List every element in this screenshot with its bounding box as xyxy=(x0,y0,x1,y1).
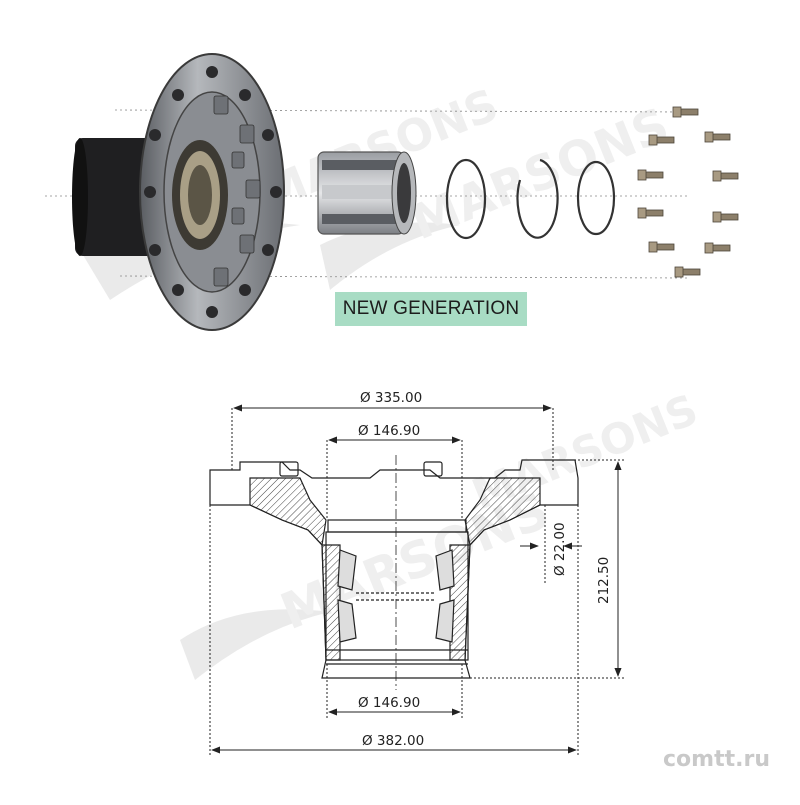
dimension-lines xyxy=(209,404,625,755)
bolt-image xyxy=(637,106,739,278)
dim-flange-diameter: Ø 335.00 xyxy=(360,390,422,406)
snap-ring-image xyxy=(445,158,616,240)
hub-section-drawing xyxy=(209,455,579,690)
dimension-labels: Ø 335.00 Ø 146.90 Ø 146.90 Ø 382.00 Ø 22… xyxy=(358,390,612,749)
bearing-image xyxy=(317,151,417,235)
dim-height: 212.50 xyxy=(596,557,612,604)
dim-overall-diameter: Ø 382.00 xyxy=(362,733,424,749)
dim-bore-top: Ø 146.90 xyxy=(358,423,420,439)
wheel-hub-image xyxy=(72,53,285,331)
dim-bore-bottom: Ø 146.90 xyxy=(358,695,420,711)
site-watermark: comtt.ru xyxy=(663,747,770,772)
dim-bolt-hole: Ø 22.00 xyxy=(552,522,568,576)
new-generation-badge: NEW GENERATION xyxy=(335,292,527,326)
